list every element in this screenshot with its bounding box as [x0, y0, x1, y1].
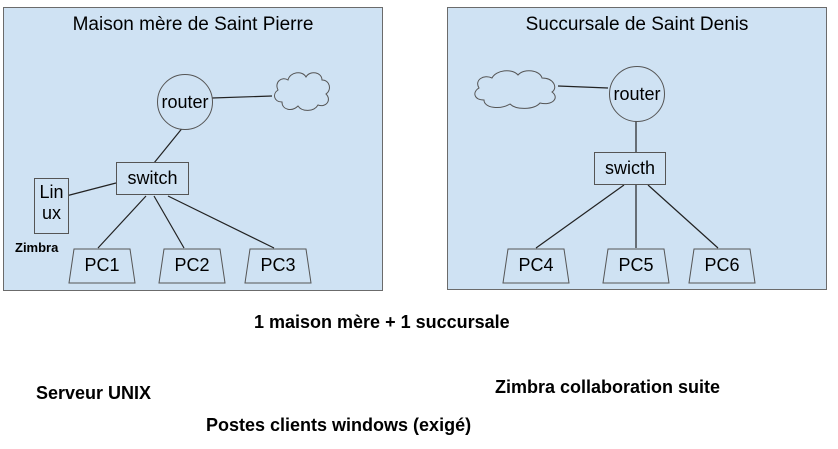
pc-icon: PC5: [602, 248, 670, 284]
router-icon: router: [157, 74, 213, 130]
pc-icon: PC2: [158, 248, 226, 284]
server-icon: Lin ux: [34, 178, 69, 234]
switch-label: swicth: [604, 158, 655, 178]
pc-label: PC4: [518, 255, 554, 275]
pc-label: PC6: [704, 255, 740, 275]
pc-label: PC1: [84, 255, 120, 275]
left-network-links: [65, 95, 275, 249]
clients-caption: Postes clients windows (exigé): [206, 415, 472, 435]
server-label-line1: Lin: [39, 182, 64, 202]
zimbra-suite-caption: Zimbra collaboration suite: [495, 377, 721, 397]
router-label: router: [161, 91, 209, 112]
pc-label: PC5: [618, 255, 654, 275]
cloud-icon: [470, 66, 562, 117]
pc-label: PC3: [260, 255, 296, 275]
server-label-line2: ux: [41, 203, 61, 223]
summary-caption: 1 maison mère + 1 succursale: [254, 312, 510, 332]
site-saint-denis: Succursale de Saint Denis router swicth …: [447, 7, 827, 290]
router-label: router: [613, 83, 661, 104]
server-unix-caption: Serveur UNIX: [36, 383, 152, 403]
pc-icon: PC6: [688, 248, 756, 284]
pc-label: PC2: [174, 255, 210, 275]
pc-icon: PC1: [68, 248, 136, 284]
pc-icon: PC3: [244, 248, 312, 284]
site-title: Succursale de Saint Denis: [525, 14, 749, 35]
pc-icon: PC4: [502, 248, 570, 284]
switch-label: switch: [127, 168, 178, 188]
router-icon: router: [609, 66, 665, 122]
zimbra-label: Zimbra: [15, 240, 59, 255]
switch-icon: swicth: [594, 152, 666, 185]
cloud-icon: [270, 68, 334, 119]
site-title: Maison mère de Saint Pierre: [72, 14, 314, 35]
site-saint-pierre: Maison mère de Saint Pierre router switc…: [3, 7, 383, 291]
switch-icon: switch: [116, 162, 189, 195]
right-network-links: [535, 85, 719, 249]
